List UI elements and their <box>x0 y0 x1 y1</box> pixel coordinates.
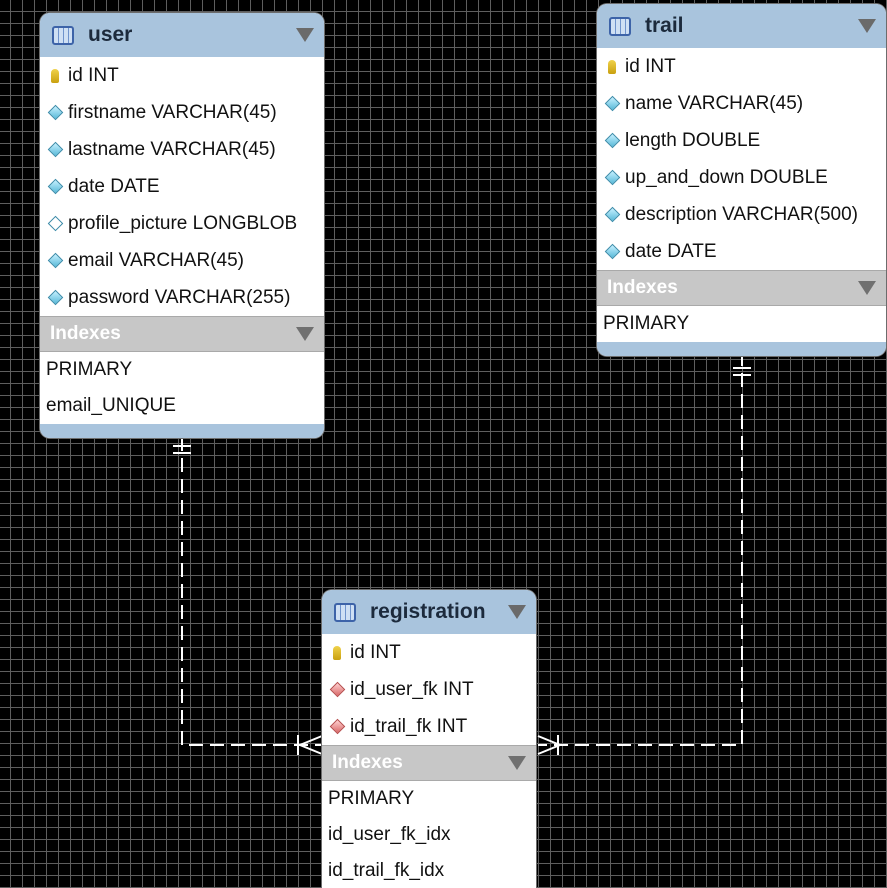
table-header[interactable]: user <box>40 13 324 57</box>
indexes-label: Indexes <box>50 323 121 344</box>
column-label: name VARCHAR(45) <box>625 92 804 114</box>
column-label: id_user_fk INT <box>350 678 474 700</box>
table-registration[interactable]: registration id INT id_user_fk INT id_tr… <box>322 590 536 888</box>
primary-key-icon <box>330 645 344 660</box>
column-row[interactable]: id INT <box>597 48 886 85</box>
column-row[interactable]: id INT <box>40 57 324 94</box>
column-row[interactable]: name VARCHAR(45) <box>597 85 886 122</box>
table-title: trail <box>645 14 684 37</box>
index-row[interactable]: PRIMARY <box>603 313 690 334</box>
column-label: description VARCHAR(500) <box>625 203 859 225</box>
column-row[interactable]: date DATE <box>597 233 886 270</box>
primary-key-icon <box>605 59 619 74</box>
column-diamond-icon <box>604 132 620 149</box>
column-row[interactable]: firstname VARCHAR(45) <box>40 94 324 131</box>
collapse-arrow-icon[interactable] <box>296 28 314 42</box>
trail-many-marker <box>537 735 563 755</box>
column-label: profile_picture LONGBLOB <box>68 212 298 234</box>
nullable-column-diamond-icon <box>47 215 63 232</box>
collapse-arrow-icon[interactable] <box>508 605 526 619</box>
column-diamond-icon <box>47 141 63 158</box>
column-row[interactable]: password VARCHAR(255) <box>40 279 324 316</box>
indexes-header[interactable]: Indexes <box>40 316 324 352</box>
indexes-header[interactable]: Indexes <box>322 745 536 781</box>
column-row[interactable]: id INT <box>322 634 536 671</box>
collapse-arrow-icon[interactable] <box>858 281 876 295</box>
trail-registration-relationship <box>538 352 743 746</box>
column-row[interactable]: id_user_fk INT <box>322 671 536 708</box>
index-row[interactable]: PRIMARY <box>46 359 133 380</box>
foreign-key-diamond-icon <box>329 718 345 735</box>
column-row[interactable]: profile_picture LONGBLOB <box>40 205 324 242</box>
column-label: id INT <box>68 64 119 86</box>
indexes-label: Indexes <box>607 277 678 298</box>
column-diamond-icon <box>47 178 63 195</box>
table-footer <box>597 342 886 356</box>
column-label: date DATE <box>625 240 717 262</box>
foreign-key-diamond-icon <box>329 681 345 698</box>
table-header[interactable]: registration <box>322 590 536 634</box>
column-row[interactable]: lastname VARCHAR(45) <box>40 131 324 168</box>
column-row[interactable]: up_and_down DOUBLE <box>597 159 886 196</box>
column-label: firstname VARCHAR(45) <box>68 101 277 123</box>
table-title: user <box>88 23 133 46</box>
table-icon <box>609 16 631 36</box>
index-row[interactable]: id_user_fk_idx <box>328 824 451 845</box>
column-diamond-icon <box>604 95 620 112</box>
table-icon <box>334 602 356 622</box>
column-row[interactable]: description VARCHAR(500) <box>597 196 886 233</box>
index-row[interactable]: id_trail_fk_idx <box>328 860 445 881</box>
column-diamond-icon <box>47 289 63 306</box>
table-icon <box>52 25 74 45</box>
collapse-arrow-icon[interactable] <box>508 756 526 770</box>
column-diamond-icon <box>604 243 620 260</box>
column-diamond-icon <box>604 206 620 223</box>
table-footer <box>40 424 324 438</box>
column-row[interactable]: date DATE <box>40 168 324 205</box>
collapse-arrow-icon[interactable] <box>858 19 876 33</box>
column-row[interactable]: length DOUBLE <box>597 122 886 159</box>
table-trail[interactable]: trail id INT name VARCHAR(45) length DOU… <box>597 4 886 356</box>
column-diamond-icon <box>47 104 63 121</box>
table-user[interactable]: user id INT firstname VARCHAR(45) lastna… <box>40 13 324 438</box>
column-label: length DOUBLE <box>625 129 761 151</box>
column-label: id INT <box>350 641 401 663</box>
user-many-marker <box>297 735 323 755</box>
column-label: up_and_down DOUBLE <box>625 166 828 188</box>
column-label: lastname VARCHAR(45) <box>68 138 276 160</box>
index-row[interactable]: email_UNIQUE <box>46 395 176 416</box>
column-diamond-icon <box>47 252 63 269</box>
table-title: registration <box>370 600 486 623</box>
column-label: id_trail_fk INT <box>350 715 468 737</box>
indexes-header[interactable]: Indexes <box>597 270 886 306</box>
column-label: date DATE <box>68 175 160 197</box>
indexes-label: Indexes <box>332 752 403 773</box>
column-row[interactable]: id_trail_fk INT <box>322 708 536 745</box>
column-label: email VARCHAR(45) <box>68 249 244 271</box>
index-row[interactable]: PRIMARY <box>328 788 415 809</box>
user-registration-relationship <box>181 437 322 746</box>
column-row[interactable]: email VARCHAR(45) <box>40 242 324 279</box>
column-label: password VARCHAR(255) <box>68 286 291 308</box>
column-diamond-icon <box>604 169 620 186</box>
collapse-arrow-icon[interactable] <box>296 327 314 341</box>
column-label: id INT <box>625 55 676 77</box>
table-header[interactable]: trail <box>597 4 886 48</box>
primary-key-icon <box>48 68 62 83</box>
